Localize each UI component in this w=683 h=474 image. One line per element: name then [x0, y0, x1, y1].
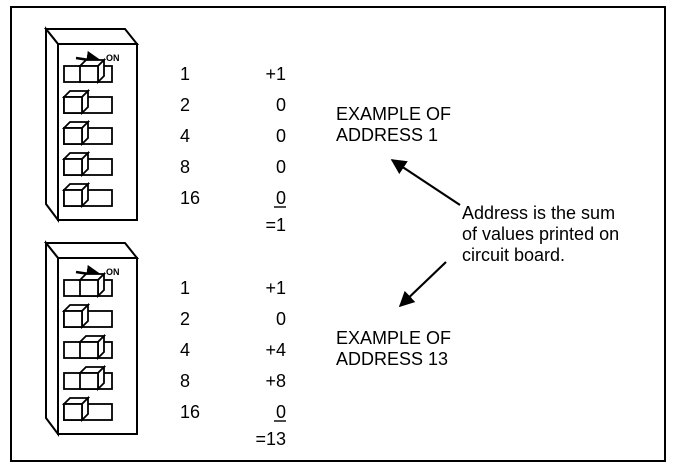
example-13-line1: EXAMPLE OF: [336, 328, 452, 348]
dip-switch-4-off: [61, 119, 113, 147]
switch-value: 0: [276, 188, 286, 208]
switch-value: 0: [276, 95, 286, 115]
example-1-line1: EXAMPLE OF: [336, 104, 452, 124]
address-total: =1: [265, 215, 286, 235]
on-label: ON: [106, 267, 120, 277]
switch-value: +8: [265, 371, 286, 391]
explanation-line2: of values printed on: [462, 224, 620, 244]
switch-position-label: 1: [180, 278, 190, 298]
example-address-13: EXAMPLE OF ADDRESS 13: [336, 328, 451, 370]
switch-position-label: 2: [180, 95, 190, 115]
switch-value: 0: [276, 126, 286, 146]
switch-value: 0: [276, 402, 286, 422]
switch-housing-top: [43, 242, 140, 259]
switch-position-label: 16: [180, 188, 200, 208]
switch-position-label: 2: [180, 309, 190, 329]
example-1-line2: ADDRESS 1: [336, 125, 439, 145]
dip-switch-1-on: [63, 57, 113, 85]
switch-position-label: 1: [180, 64, 190, 84]
dip-switch-8-on: [63, 364, 113, 392]
address-total: =13: [255, 429, 286, 449]
dip-switch-block-1: ON 1 +1 2 0 4 0 8 0 16 0 =1: [43, 26, 286, 235]
dip-switch-2-off: [61, 88, 113, 116]
dip-switch-2-off: [61, 302, 113, 330]
switch-position-label: 16: [180, 402, 200, 422]
dip-switch-4-on: [63, 333, 113, 361]
dip-switch-1-on: [63, 271, 113, 299]
switch-value: 0: [276, 309, 286, 329]
switch-position-label: 4: [180, 340, 190, 360]
switch-value: +4: [265, 340, 286, 360]
dip-switch-16-off: [61, 395, 113, 423]
switch-position-label: 8: [180, 157, 190, 177]
switch-value: +1: [265, 278, 286, 298]
example-address-1: EXAMPLE OF ADDRESS 1: [336, 104, 451, 146]
switch-position-label: 4: [180, 126, 190, 146]
explanation-text: Address is the sum of values printed on …: [462, 203, 619, 266]
switch-housing-side: [45, 26, 59, 223]
explanation-line1: Address is the sum: [462, 203, 616, 223]
arrow-to-example-1: [390, 159, 461, 206]
switch-housing-top: [43, 28, 140, 45]
example-13-line2: ADDRESS 13: [336, 349, 449, 369]
explanation-line3: circuit board.: [462, 245, 566, 265]
dip-switch-block-2: ON 1 +1 2 0 4 +4 8 +8 16 0 =13: [43, 240, 286, 449]
dip-switch-8-off: [61, 150, 113, 178]
diagram-frame: [10, 6, 666, 462]
switch-housing-side: [45, 240, 59, 437]
switch-position-label: 8: [180, 371, 190, 391]
dip-switch-16-off: [61, 181, 113, 209]
arrow-to-example-13: [398, 261, 447, 308]
switch-value: +1: [265, 64, 286, 84]
switch-value: 0: [276, 157, 286, 177]
on-label: ON: [106, 53, 120, 63]
